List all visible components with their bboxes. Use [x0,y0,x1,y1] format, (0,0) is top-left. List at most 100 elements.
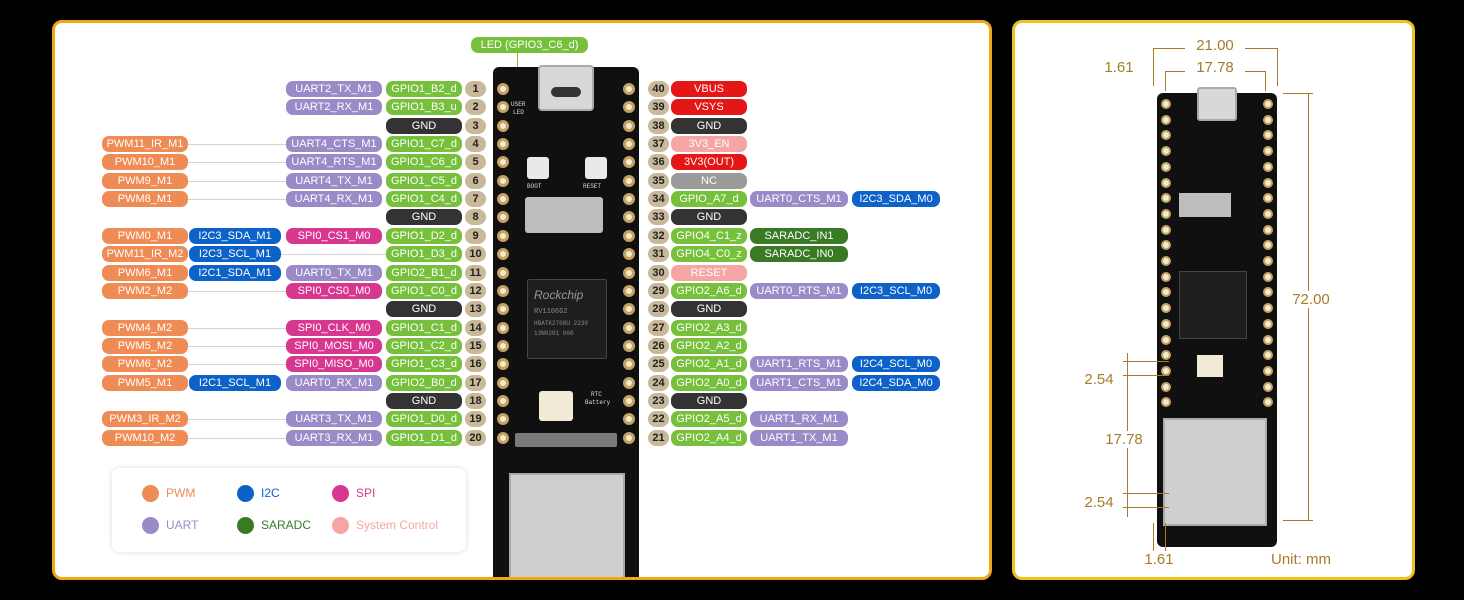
header-hole-small [1161,334,1171,345]
header-hole [497,101,509,114]
pin-number: 37 [648,136,669,153]
header-hole [623,156,635,169]
gpio-label: GPIO2_B1_d [386,264,462,281]
function-label: UART4_RX_M1 [286,191,382,208]
header-hole-small [1161,114,1171,125]
boot-silk: BOOT [527,183,542,190]
gpio-label: GPIO1_D2_d [386,227,462,244]
pin-number: 23 [648,392,669,409]
pin-number: 27 [648,319,669,336]
header-hole [623,193,635,206]
pin-number: 36 [648,154,669,171]
header-hole [623,229,635,242]
header-hole-small [1161,381,1171,392]
header-hole-small [1263,130,1273,141]
header-hole-small [1263,397,1273,408]
function-label: SPI0_MISO_M0 [286,356,382,373]
header-hole [497,303,509,316]
pin-number: 3 [465,117,486,134]
soc-small [1179,271,1247,339]
legend-label: SPI [356,486,376,500]
pwm-function-label: PWM11_IR_M2 [102,246,188,263]
header-hole-small [1263,193,1273,204]
header-hole-small [1161,303,1171,314]
pin-main-label: 3V3_EN [671,136,747,153]
pin-main-label: GND [671,392,747,409]
pin-number: 13 [465,301,486,318]
header-hole-small [1263,161,1273,172]
function-label: UART1_CTS_M1 [750,374,848,391]
pin-main-label: VSYS [671,99,747,116]
gpio-label: GPIO1_D0_d [386,411,462,428]
pin-number: 14 [465,319,486,336]
header-hole [623,138,635,151]
pwm-function-label: PWM10_M2 [102,429,188,446]
pin-number: 32 [648,227,669,244]
header-hole-small [1161,130,1171,141]
pin-main-label: GND [671,117,747,134]
dim-pitch-upper: 2.54 [1084,371,1114,388]
pwm-function-label: PWM3_IR_M2 [102,411,188,428]
legend-swatch [142,517,159,534]
ethernet-jack [509,473,625,577]
pin-number: 28 [648,301,669,318]
i2c-function-label: I2C4_SDA_M0 [852,374,940,391]
pin-number: 21 [648,429,669,446]
header-hole [623,284,635,297]
pin-number: 25 [648,356,669,373]
function-label: UART1_RX_M1 [750,411,848,428]
pin-number: 30 [648,264,669,281]
header-hole [623,431,635,444]
pin-main-label: GPIO2_A1_d [671,356,747,373]
pin-number: 15 [465,337,486,354]
rtc-connector [539,391,573,421]
pin-number: 24 [648,374,669,391]
legend-label: I2C [261,486,280,500]
pin-number: 40 [648,81,669,97]
i2c-function-label: I2C3_SCL_M1 [189,246,281,263]
header-hole [497,339,509,352]
function-label: UART0_RX_M1 [286,374,382,391]
function-label: UART3_TX_M1 [286,411,382,428]
i2c-function-label: I2C3_SDA_M0 [852,191,940,208]
pwm-function-label: PWM11_IR_M1 [102,136,188,153]
header-hole [623,83,635,95]
header-hole [623,174,635,187]
leader-line [188,345,286,347]
gpio-label: GPIO1_C0_d [386,282,462,299]
header-hole [497,376,509,389]
header-hole-small [1161,146,1171,157]
user-silk: USER [511,101,526,108]
gpio-label: GPIO1_C5_d [386,172,462,189]
pin-number: 31 [648,246,669,263]
function-label: UART3_RX_M1 [286,429,382,446]
header-hole [497,248,509,261]
function-label: SARADC_IN1 [750,227,848,244]
function-label: SPI0_CS1_M0 [286,227,382,244]
pin-number: 5 [465,154,486,171]
header-hole [497,321,509,334]
i2c-function-label: I2C4_SCL_M0 [852,356,940,373]
pin-main-label: GPIO2_A3_d [671,319,747,336]
leader-line [188,180,286,182]
leader-line [188,290,286,292]
pin-number: 22 [648,411,669,428]
dim-ethernet-height: 17.78 [1099,431,1149,448]
pin-number: 26 [648,337,669,354]
i2c-function-label: I2C3_SCL_M0 [852,282,940,299]
led-label: LED (GPIO3_C6_d) [471,37,588,53]
header-hole-small [1263,99,1273,109]
pin-number: 39 [648,99,669,116]
pin-main-label: GPIO2_A2_d [671,337,747,354]
gpio-label: GND [386,301,462,318]
dim-edge-bottom: 1.61 [1144,551,1174,568]
leader-line [281,254,386,256]
header-hole [497,431,509,444]
header-hole-small [1161,365,1171,376]
pin-number: 29 [648,282,669,299]
led-silk: LED [513,109,524,116]
pin-main-label: GPIO4_C1_z [671,227,747,244]
pin-main-label: GPIO2_A0_d [671,374,747,391]
legend-label: PWM [166,486,196,500]
